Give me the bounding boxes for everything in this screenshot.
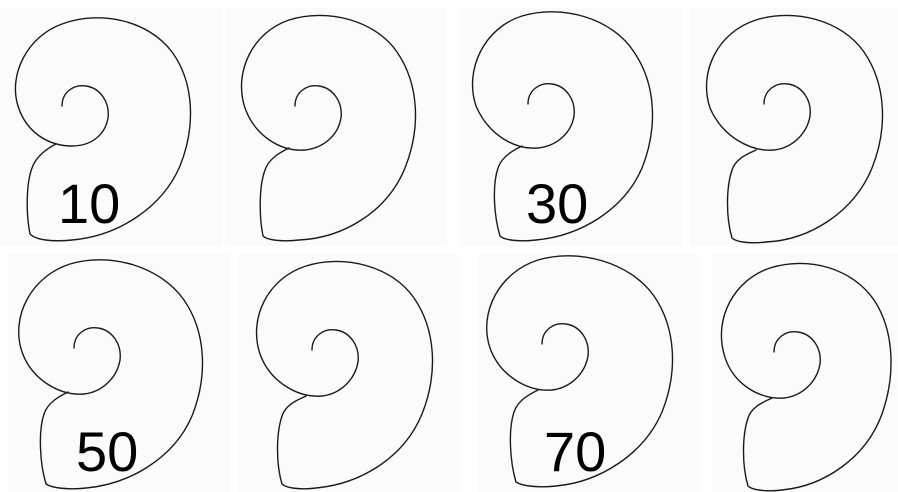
- shell-panel-label: 50: [76, 420, 138, 483]
- panel-background: [225, 8, 447, 246]
- shell-panel-3: 30: [460, 8, 682, 246]
- shell-panel-label: 10: [58, 172, 120, 235]
- shell-panel-4: [690, 8, 898, 246]
- shell-panel-1: 10: [0, 8, 222, 246]
- shell-panel-label: 30: [526, 172, 588, 235]
- panel-background: [712, 254, 898, 492]
- shell-panel-7: 70: [478, 254, 700, 492]
- shell-panel-8: [712, 254, 898, 492]
- shell-panel-2: [225, 8, 447, 246]
- shell-panel-label: 70: [544, 420, 606, 483]
- shell-panel-5: 50: [8, 254, 230, 492]
- shell-panel-6: [238, 254, 460, 492]
